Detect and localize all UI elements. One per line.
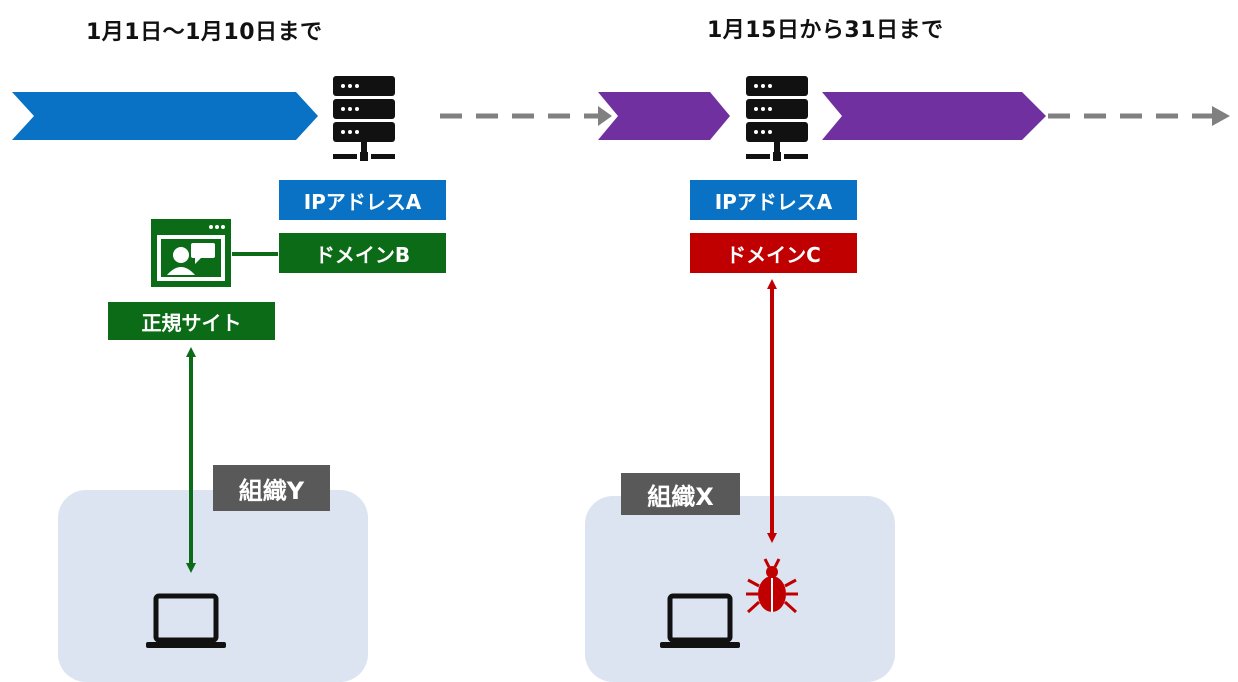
org-y-area <box>58 490 368 682</box>
laptop-icon-right <box>660 593 740 648</box>
malware-bug-icon <box>746 558 798 614</box>
timeline-chevron-purple-2 <box>822 92 1046 140</box>
server-icon-left <box>333 76 395 161</box>
period-label-first: 1月1日〜1月10日まで <box>86 20 323 45</box>
website-icon <box>151 219 231 287</box>
ip-address-label-right: IPアドレスA <box>690 180 857 220</box>
ip-address-label-left: IPアドレスA <box>279 180 446 220</box>
timeline-dashed-arrowhead-2 <box>1212 106 1230 126</box>
timeline-chevron-purple-1 <box>598 92 730 140</box>
legit-site-label: 正規サイト <box>108 302 275 340</box>
org-x-label: 組織X <box>621 473 740 515</box>
timeline-dashed-arrowhead-1 <box>598 106 612 126</box>
period-label-second: 1月15日から31日まで <box>707 18 944 43</box>
org-y-label: 組織Y <box>213 465 330 511</box>
domain-c-label: ドメインC <box>690 233 857 273</box>
server-icon-right <box>746 76 808 161</box>
laptop-icon-left <box>146 593 226 648</box>
org-x-area <box>585 496 895 682</box>
domain-b-label: ドメインB <box>279 233 446 273</box>
timeline-chevron-blue <box>12 92 318 140</box>
